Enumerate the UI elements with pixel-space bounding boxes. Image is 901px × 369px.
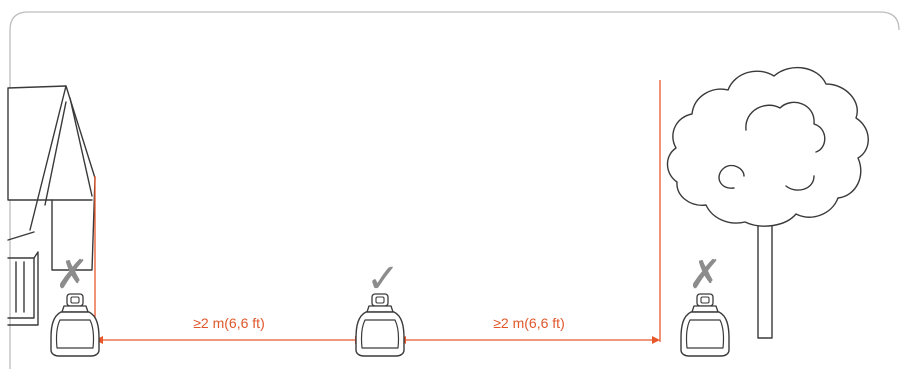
right-distance-label: ≥2 m(6,6 ft): [493, 315, 564, 331]
right-span-arrow-end-icon: [652, 336, 660, 344]
check-icon: ✓: [366, 256, 400, 302]
device-near-house: [51, 294, 99, 356]
left-distance-label: ≥2 m(6,6 ft): [193, 315, 264, 331]
device-near-tree: [681, 294, 729, 356]
device-middle: [356, 294, 404, 356]
cross-icon: ✗: [688, 252, 722, 298]
cross-icon: ✗: [55, 252, 89, 298]
